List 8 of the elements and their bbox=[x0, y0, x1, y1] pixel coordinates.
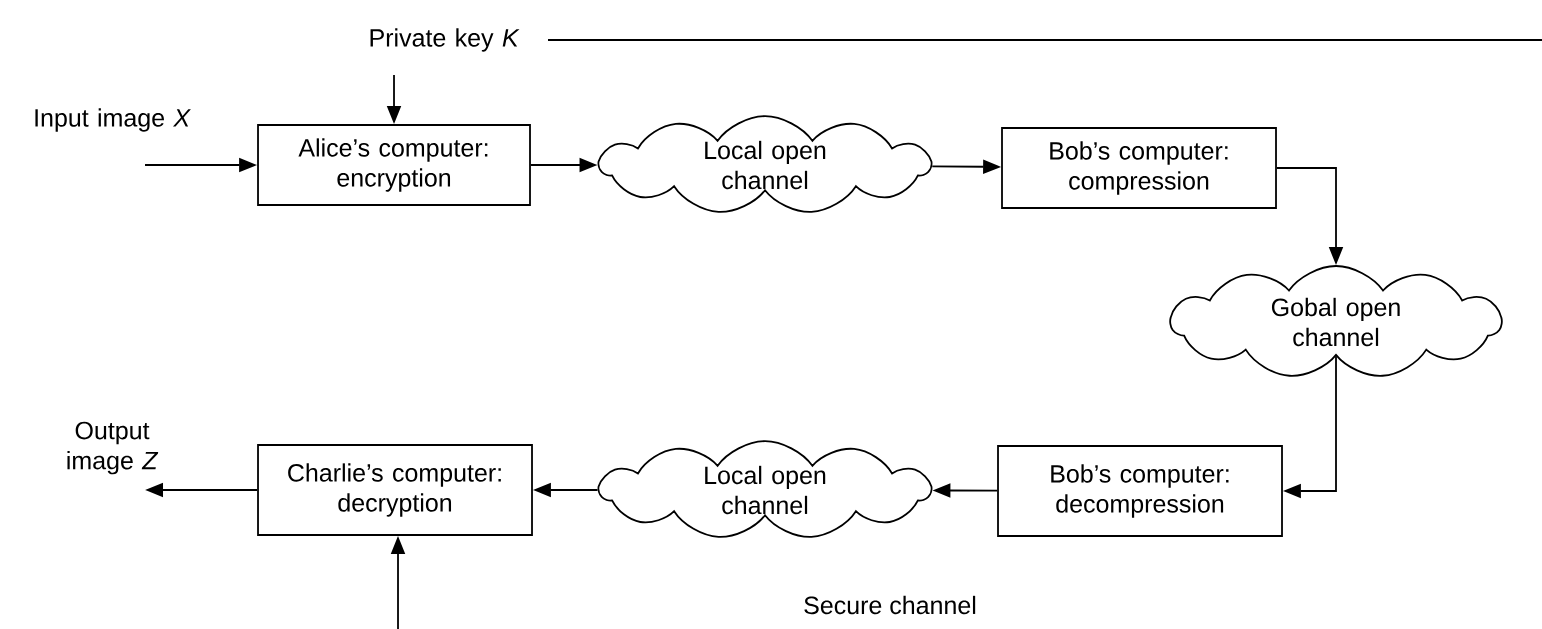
process-box: Bob’s computer: decompression bbox=[997, 445, 1283, 537]
process-box: Bob’s computer: compression bbox=[1001, 127, 1277, 209]
process-box: Alice’s computer: encryption bbox=[257, 124, 531, 206]
process-box: Charlie’s computer: decryption bbox=[257, 444, 533, 536]
edge-label: Private key K bbox=[370, 28, 520, 52]
channel-label: Secure channel bbox=[804, 595, 976, 615]
edge-label: Output image Z bbox=[67, 421, 159, 475]
edge-label: Input image X bbox=[35, 108, 191, 132]
